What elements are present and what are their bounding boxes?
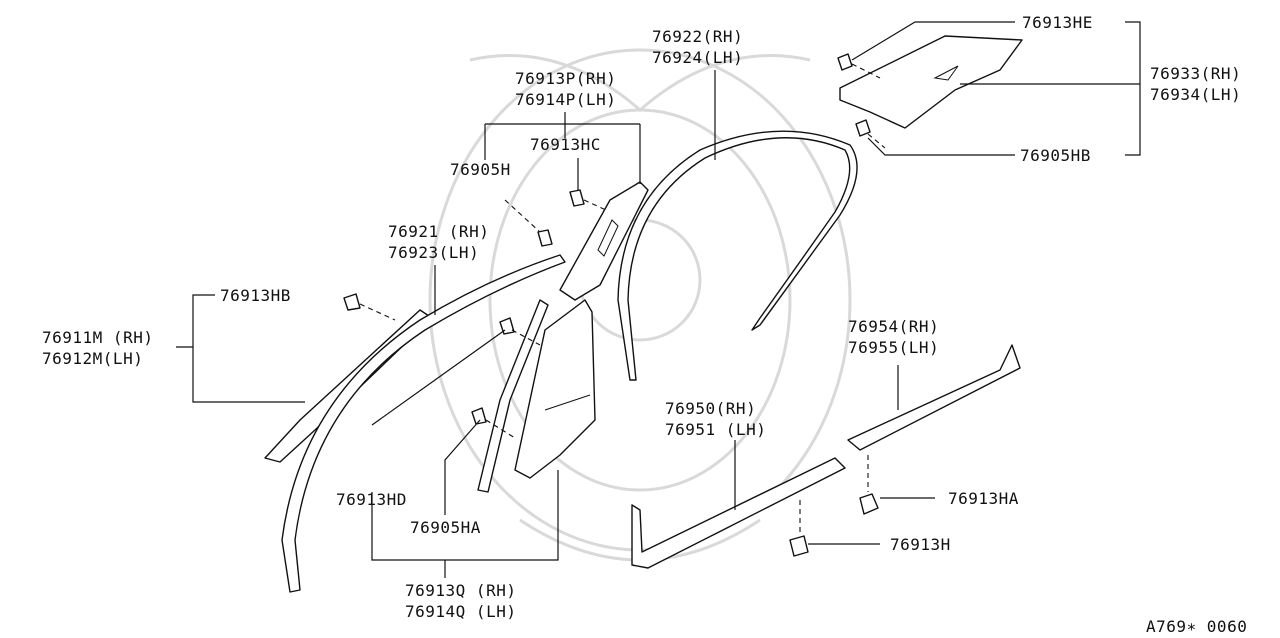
clip-76913HA bbox=[859, 493, 879, 515]
label-76933-rh: 76933(RH) bbox=[1150, 64, 1241, 83]
label-76913HD: 76913HD bbox=[336, 490, 407, 509]
label-76955-lh: 76955(LH) bbox=[848, 338, 939, 357]
label-76913HC: 76913HC bbox=[530, 135, 601, 154]
rear-pillar-trim bbox=[839, 35, 1023, 129]
label-76923-lh: 76923(LH) bbox=[388, 243, 479, 262]
label-76954-rh: 76954(RH) bbox=[848, 317, 939, 336]
clip-76913HB bbox=[343, 293, 361, 311]
clip-76905HA bbox=[471, 407, 487, 425]
clip-76905H bbox=[537, 229, 553, 247]
label-76913HA: 76913HA bbox=[948, 489, 1019, 508]
label-76905HB-rear: 76905HB bbox=[1020, 146, 1091, 165]
label-76913HE: 76913HE bbox=[1022, 13, 1093, 32]
clip-76913HD bbox=[499, 317, 515, 335]
rear-kicking-plate bbox=[847, 344, 1021, 451]
leader-lines bbox=[176, 21, 1141, 578]
label-76924-lh: 76924(LH) bbox=[652, 48, 743, 67]
front-weatherstrip bbox=[281, 254, 566, 593]
clip-76905HB-rear bbox=[855, 119, 871, 137]
label-76911M-rh: 76911M (RH) bbox=[42, 328, 153, 347]
door-weatherstrip bbox=[617, 130, 858, 381]
label-76921-rh: 76921 (RH) bbox=[388, 222, 489, 241]
label-76934-lh: 76934(LH) bbox=[1150, 85, 1241, 104]
label-76914P-lh: 76914P(LH) bbox=[515, 90, 616, 109]
label-76905HA: 76905HA bbox=[410, 518, 481, 537]
label-76913P-rh: 76913P(RH) bbox=[515, 69, 616, 88]
label-76913HB: 76913HB bbox=[220, 286, 291, 305]
label-76913H: 76913H bbox=[890, 535, 951, 554]
diagram-code: A769∗ 0060 bbox=[1146, 617, 1247, 636]
clip-76913H bbox=[789, 535, 809, 557]
clip-76913HE bbox=[837, 53, 853, 71]
label-76950-rh: 76950(RH) bbox=[665, 399, 756, 418]
front-pillar-lower bbox=[477, 299, 549, 493]
center-pillar-lower bbox=[514, 299, 596, 479]
center-pillar-upper bbox=[559, 181, 649, 301]
label-76913Q-rh: 76913Q (RH) bbox=[405, 581, 516, 600]
clip-76913HC bbox=[569, 189, 585, 207]
label-76914Q-lh: 76914Q (LH) bbox=[405, 602, 516, 621]
label-76912M-lh: 76912M(LH) bbox=[42, 349, 143, 368]
label-76922-rh: 76922(RH) bbox=[652, 27, 743, 46]
label-76951-lh: 76951 (LH) bbox=[665, 420, 766, 439]
front-kicking-plate bbox=[631, 457, 846, 569]
label-76905H: 76905H bbox=[450, 160, 511, 179]
